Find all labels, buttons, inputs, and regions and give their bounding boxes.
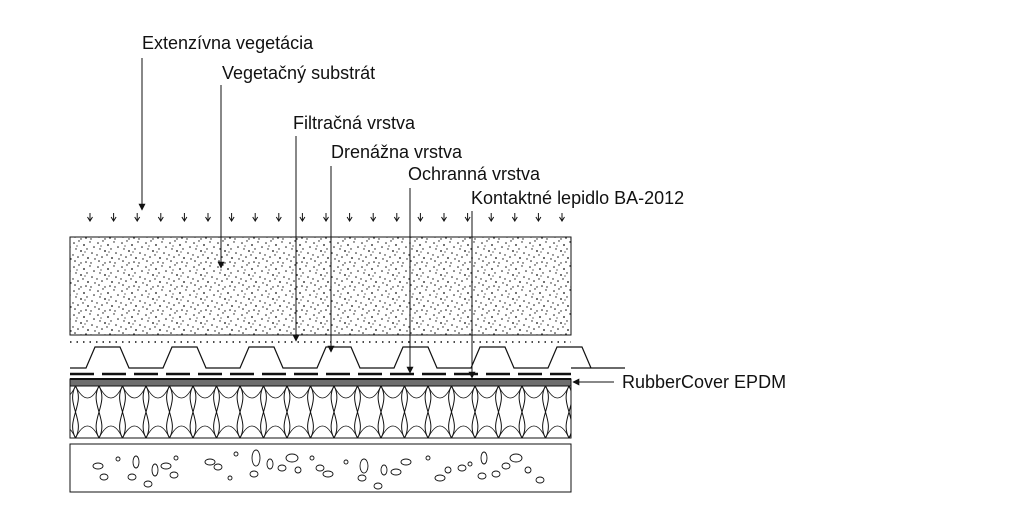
label-drainage-layer: Drenážna vrstva [331,142,463,162]
label-contact-adhesive: Kontaktné lepidlo BA-2012 [471,188,684,208]
insulation-pattern [70,386,571,438]
label-extensive-vegetation: Extenzívna vegetácia [142,33,314,53]
label-epdm-membrane: RubberCover EPDM [622,372,786,392]
label-vegetation-substrate: Vegetačný substrát [222,63,375,83]
epdm-membrane-layer [69,378,572,387]
substrate-layer [69,236,572,336]
label-filter-layer: Filtračná vrstva [293,113,416,133]
drainage-board [70,346,625,369]
concrete-aggregate-pattern [92,449,545,490]
insulation-layer [69,385,572,439]
label-protective-layer: Ochranná vrstva [408,164,541,184]
concrete-slab-layer [69,443,572,493]
vegetation-arrows [87,213,565,222]
